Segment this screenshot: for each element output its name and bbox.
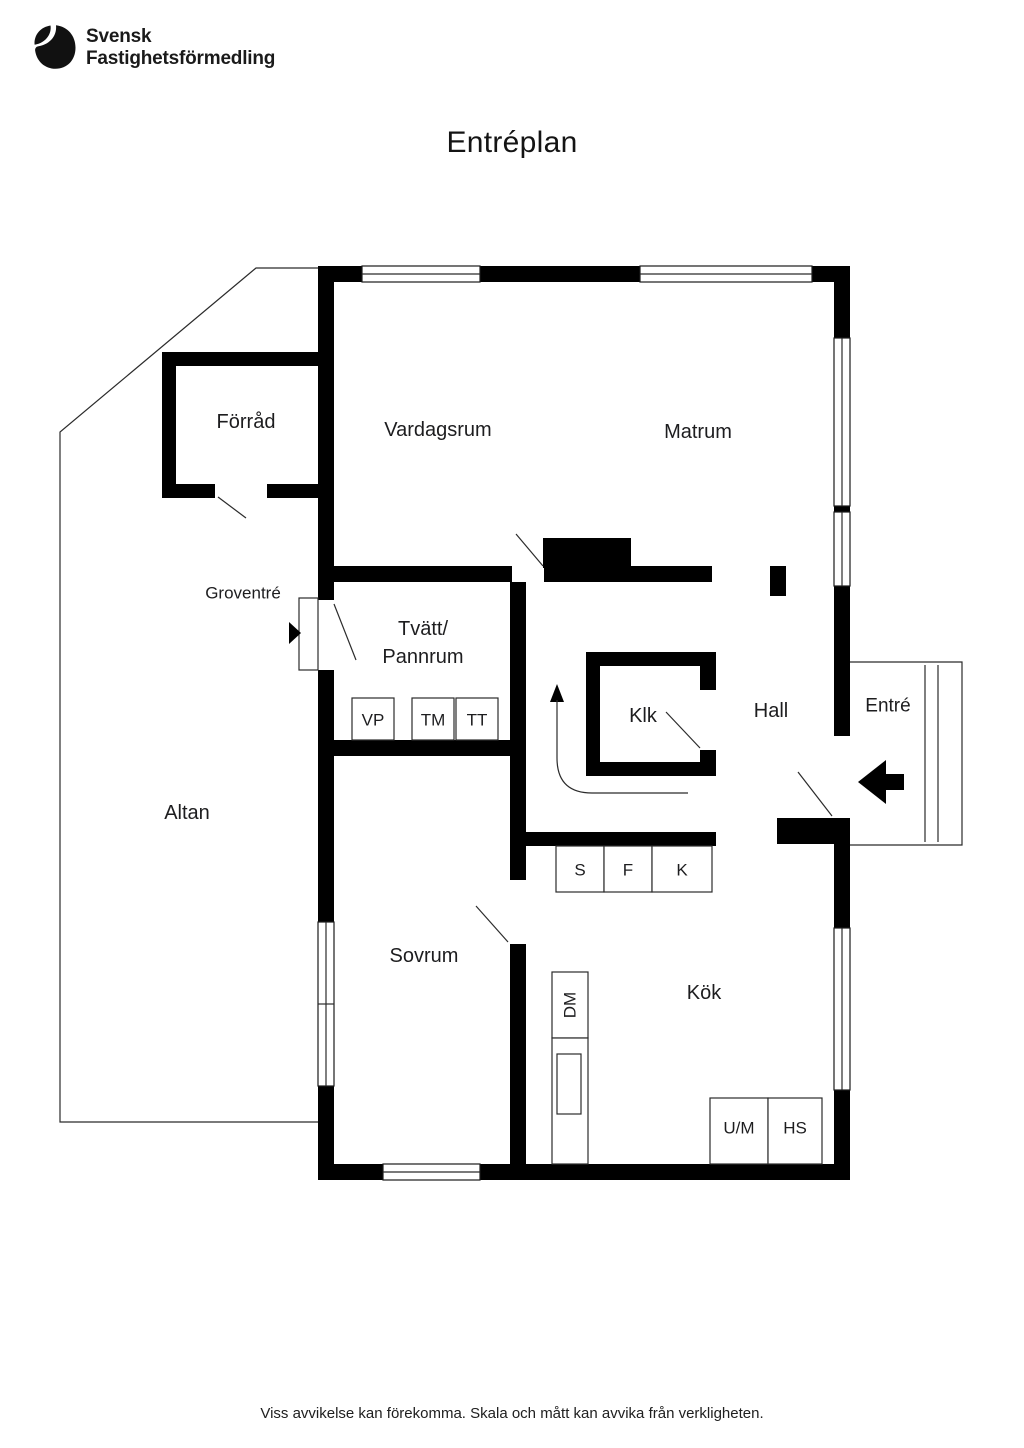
fixture-labels-group: VP TM TT S F K DM U/M HS <box>362 711 807 1138</box>
entrance-arrow-icon <box>858 760 904 804</box>
fixture-label-vp: VP <box>362 711 385 730</box>
fixture-box-f <box>603 845 653 893</box>
entrance-arrow-head <box>858 760 886 804</box>
company-logo-icon <box>34 25 76 69</box>
company-logo: Svensk Fastighetsförmedling <box>33 24 275 70</box>
wall-forrad-top <box>162 352 320 366</box>
company-name-line1: Svensk <box>86 26 152 47</box>
fixture-box-tm <box>411 697 455 741</box>
fixture-box-hs <box>767 1097 823 1165</box>
room-label-forrad: Förråd <box>217 411 276 433</box>
door-leaf-sovrum <box>475 905 509 943</box>
wall-matrum-hall-stub <box>770 566 786 596</box>
room-label-tvatt-line2: Pannrum <box>382 646 463 668</box>
fixture-label-hs: HS <box>783 1119 807 1138</box>
porch-outline <box>850 661 963 846</box>
fixture-label-tm: TM <box>421 711 446 730</box>
fixture-label-f: F <box>623 861 633 880</box>
room-label-hall: Hall <box>754 700 788 722</box>
door-leaf-entre <box>797 771 833 817</box>
room-label-altan: Altan <box>164 802 210 824</box>
fixture-label-k: K <box>676 861 688 880</box>
groventre-step <box>298 597 319 671</box>
door-leaf-tvatt <box>515 533 544 567</box>
company-name: Svensk Fastighetsförmedling <box>86 24 275 70</box>
wall-livingroom-south-b <box>544 566 712 582</box>
room-label-groventre: Groventré <box>205 584 281 603</box>
fixture-label-tt: TT <box>467 711 488 730</box>
kitchen-counter-cabinet <box>551 1037 589 1165</box>
wall-sovrum-east-a <box>510 756 526 880</box>
entry-porch-group <box>289 622 963 846</box>
fixture-label-um: U/M <box>723 1119 754 1138</box>
room-labels-group: Förråd Vardagsrum Matrum Groventré Tvätt… <box>164 411 911 1004</box>
wall-tvatt-south <box>334 740 510 756</box>
door-opening-groventre <box>318 600 334 670</box>
windows-group <box>317 265 851 1181</box>
room-label-entre: Entré <box>865 696 910 717</box>
fixture-box-vp <box>351 697 395 741</box>
room-label-tvatt-line1: Tvätt/ <box>398 618 448 640</box>
fixture-label-s: S <box>574 861 585 880</box>
fixture-box-k <box>651 845 713 893</box>
fixture-label-dm: DM <box>561 992 580 1018</box>
wall-klk-south <box>586 762 716 776</box>
door-leaf-groventre <box>333 603 357 661</box>
wall-klk-west <box>586 666 600 776</box>
page-title: Entréplan <box>446 126 578 159</box>
door-leaf-forrad <box>217 496 247 519</box>
entrance-arrow-tail <box>884 774 904 790</box>
wall-hall-kitchen-block <box>777 818 850 844</box>
kitchen-sink <box>556 1053 582 1115</box>
fixture-box-um <box>709 1097 769 1165</box>
fixture-box-tt <box>455 697 499 741</box>
stair-direction-arrowhead <box>550 684 564 702</box>
walls-group <box>162 266 850 1180</box>
groventre-arrow-icon <box>289 622 301 644</box>
door-opening-entre <box>834 736 850 818</box>
doors-group <box>215 484 850 943</box>
chimney-block <box>543 538 631 568</box>
room-label-klk: Klk <box>629 705 658 727</box>
stair-group <box>550 684 688 794</box>
company-name-line2: Fastighetsförmedling <box>86 48 276 69</box>
wall-sovrum-east-b <box>510 944 526 1164</box>
door-opening-forrad <box>215 484 267 498</box>
room-label-vardagsrum: Vardagsrum <box>384 419 491 441</box>
wall-klk-east-a <box>700 652 716 690</box>
fixtures-group <box>351 697 823 1165</box>
disclaimer-text: Viss avvikelse kan förekomma. Skala och … <box>260 1405 764 1422</box>
wall-klk-east-b <box>700 750 716 776</box>
stair-direction-line <box>556 700 688 794</box>
wall-tvatt-east <box>510 582 526 756</box>
door-leaf-klk <box>665 711 701 749</box>
property-boundary-line <box>59 267 319 1123</box>
room-label-sovrum: Sovrum <box>390 945 459 967</box>
wall-livingroom-south-a <box>334 566 512 582</box>
wall-corridor-south <box>526 832 716 846</box>
wall-klk-north <box>586 652 716 666</box>
wall-forrad-left <box>162 352 176 498</box>
room-label-matrum: Matrum <box>664 421 732 443</box>
room-label-kok: Kök <box>687 982 722 1004</box>
fixture-box-dm <box>551 971 589 1039</box>
